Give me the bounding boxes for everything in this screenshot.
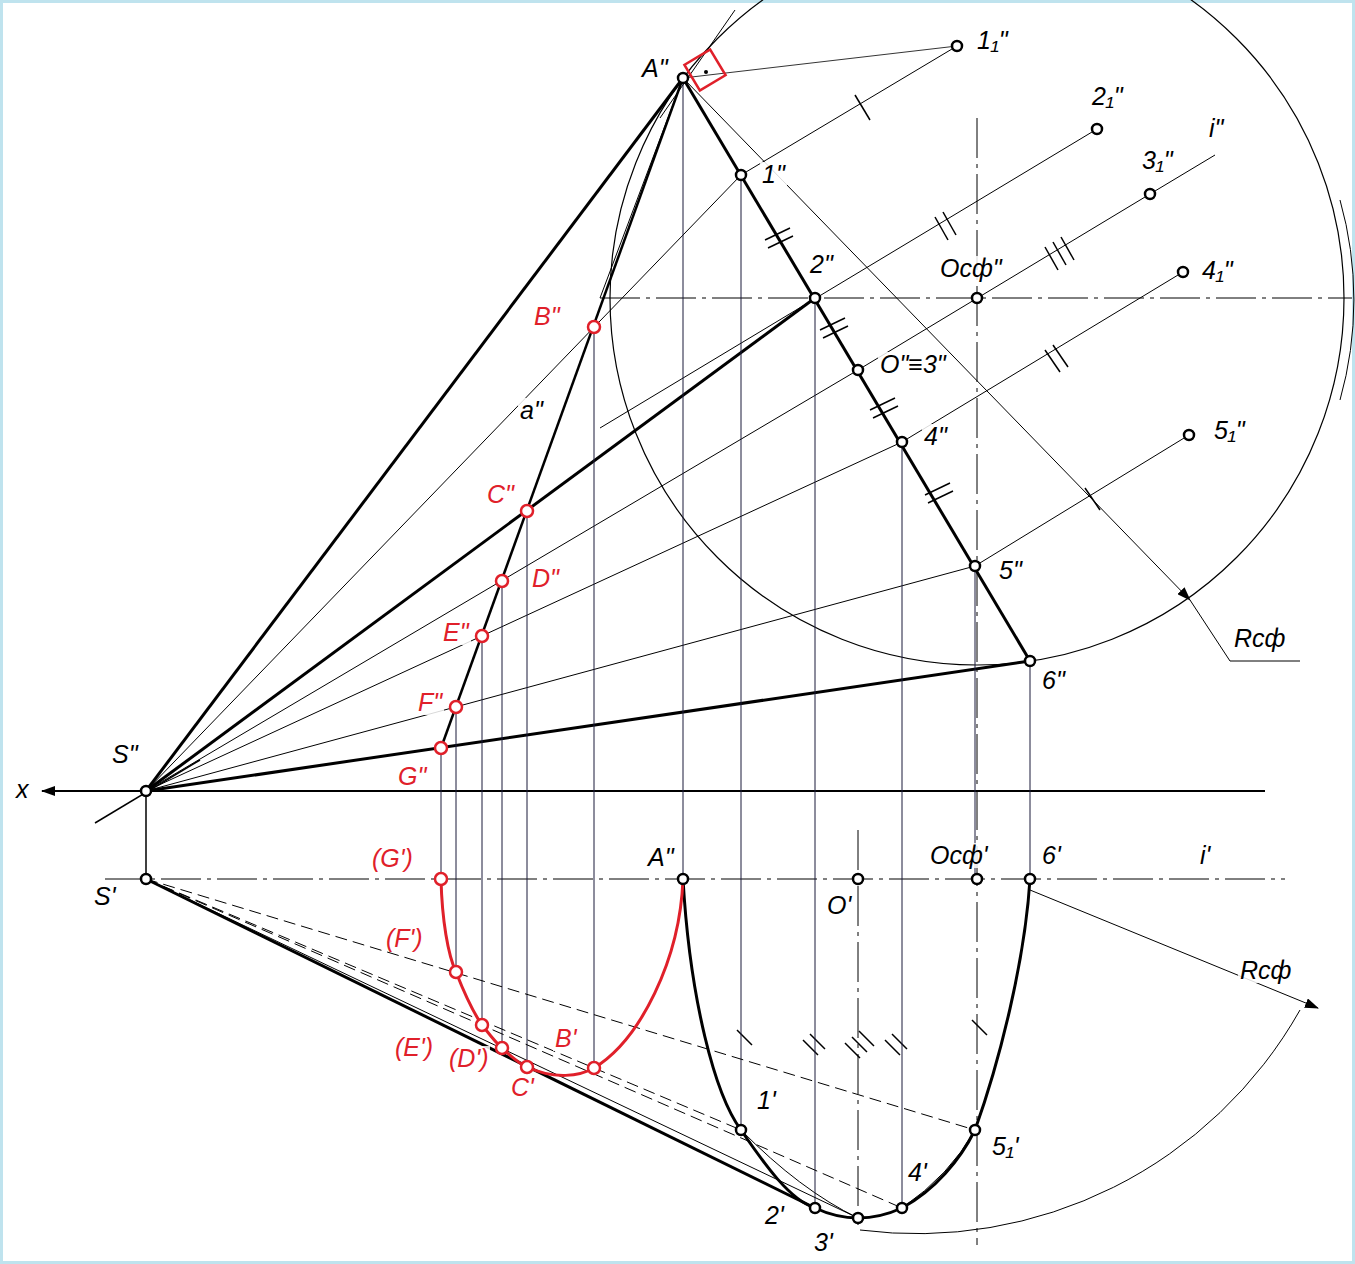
point-label: (E') — [393, 1035, 435, 1060]
point-label: 1" — [760, 162, 787, 187]
point-label: Oсф' — [928, 843, 990, 868]
point-label: B' — [553, 1026, 578, 1051]
point-label: S' — [92, 884, 117, 909]
point-label: 2₁" — [1090, 84, 1125, 109]
line-label: i" — [1207, 116, 1225, 141]
axis-label: x — [14, 777, 31, 802]
radius-label: Rсф — [1238, 958, 1293, 983]
point-label: 5₁' — [990, 1134, 1021, 1159]
radius-label: Rсф — [1232, 626, 1287, 651]
point-label: 1₁" — [975, 28, 1010, 53]
point-label: D" — [530, 566, 561, 591]
point-label: 5" — [997, 558, 1024, 583]
point-label: O"≡3" — [878, 352, 948, 377]
point-label: F" — [416, 690, 444, 715]
point-label: G" — [396, 764, 428, 789]
point-label: 3₁" — [1140, 148, 1175, 173]
point-label: A" — [646, 845, 676, 870]
point-label: C" — [485, 482, 516, 507]
point-label: Oсф" — [938, 256, 1004, 281]
point-label: 2" — [808, 252, 835, 277]
point-label: 1' — [755, 1088, 778, 1113]
point-label: 4' — [906, 1160, 929, 1185]
point-label: A" — [640, 56, 670, 81]
line-label: a" — [518, 398, 545, 423]
point-label: (F') — [384, 926, 425, 951]
point-label: 5₁" — [1212, 418, 1247, 443]
point-label: 6" — [1040, 668, 1067, 693]
point-label: S" — [110, 742, 140, 767]
point-label: C' — [509, 1075, 536, 1100]
point-label: O' — [825, 893, 853, 918]
line-label: i' — [1198, 843, 1212, 868]
point-label: B" — [532, 304, 562, 329]
point-label: 6' — [1040, 843, 1063, 868]
point-label: (D') — [447, 1046, 490, 1071]
point-label: E" — [441, 620, 471, 645]
point-label: 4" — [922, 424, 949, 449]
point-label: (G') — [370, 846, 415, 871]
point-label: 2' — [763, 1203, 786, 1228]
point-label: 3' — [812, 1230, 835, 1255]
point-label: 4₁" — [1200, 258, 1235, 283]
